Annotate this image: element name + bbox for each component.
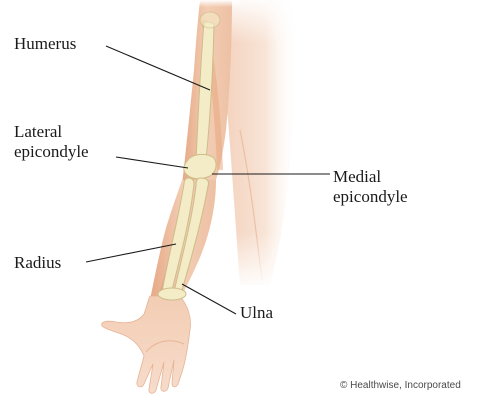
- radius-label: Radius: [14, 253, 61, 273]
- ulna-label: Ulna: [240, 303, 273, 323]
- humerus-label: Humerus: [14, 34, 76, 54]
- hand: [102, 296, 191, 393]
- lateral-epicondyle-leader: [116, 157, 188, 168]
- copyright-notice: © Healthwise, Incorporated: [340, 380, 461, 391]
- medial-epicondyle-label: Medial epicondyle: [333, 167, 408, 207]
- lateral-epicondyle-label: Lateral epicondyle: [14, 122, 89, 162]
